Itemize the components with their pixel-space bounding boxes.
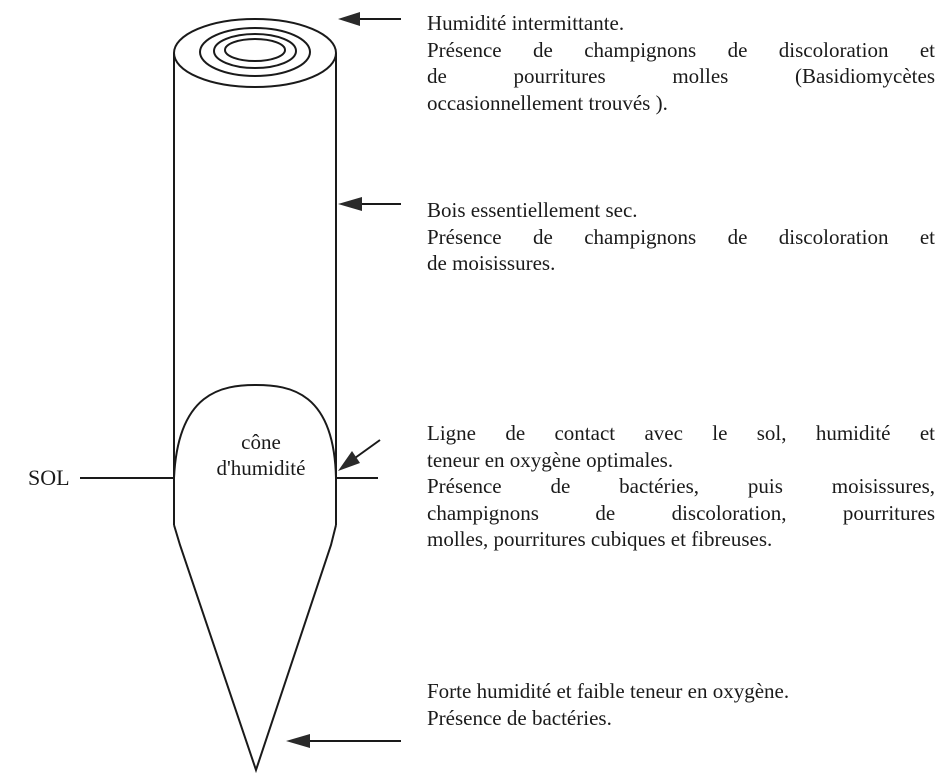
- humidity-cone-outline: [173, 383, 337, 479]
- annotation-top-line2: Présence de champignons de discoloration…: [427, 37, 935, 62]
- post-top-ring-4: [224, 38, 286, 62]
- annotation-middle-line1: Bois essentiellement sec.: [427, 198, 638, 222]
- annotation-bottom-line1: Forte humidité et faible teneur en oxygè…: [427, 679, 790, 703]
- annotation-bottom-line2: Présence de bactéries.: [427, 705, 612, 730]
- post-pointed-tip: [173, 524, 337, 774]
- annotation-top-line1: Humidité intermittante.: [427, 11, 625, 35]
- arrow-bottom-head: [286, 734, 310, 748]
- annotation-middle-zone: Bois essentiellement sec. Présence de ch…: [427, 197, 935, 277]
- arrow-middle-head: [338, 197, 362, 211]
- humidity-cone-label-line1: cône: [241, 430, 281, 454]
- annotation-top-line3: de pourritures molles (Basidiomycètes: [427, 64, 935, 88]
- annotation-soil-contact-zone: Ligne de contact avec le sol, humidité e…: [427, 420, 935, 553]
- annotation-soil-line5: molles, pourritures cubiques et fibreuse…: [427, 527, 773, 551]
- annotation-soil-line3: Présence de bactéries, puis moisissures,: [427, 474, 935, 498]
- annotation-soil-line1: Ligne de contact avec le sol, humidité e…: [427, 421, 935, 445]
- annotation-soil-line4: champignons de discoloration, pourriture…: [427, 500, 935, 525]
- soil-label: SOL: [28, 465, 70, 490]
- post-top-ring-2: [199, 27, 311, 77]
- annotation-top-line4: occasionnellement trouvés ).: [427, 90, 668, 115]
- annotation-bottom-zone: Forte humidité et faible teneur en oxygè…: [427, 678, 935, 731]
- arrow-soil-head: [338, 451, 360, 471]
- annotation-top-zone: Humidité intermittante. Présence de cham…: [427, 10, 935, 116]
- arrow-top-head: [338, 12, 360, 26]
- humidity-cone-label-line2: d'humidité: [216, 456, 306, 480]
- annotation-middle-line3: de moisissures.: [427, 251, 556, 275]
- annotation-soil-line2: teneur en oxygène optimales.: [427, 447, 674, 472]
- annotation-middle-line2: Présence de champignons de discoloration…: [427, 224, 935, 249]
- post-top-ring-3: [213, 33, 297, 69]
